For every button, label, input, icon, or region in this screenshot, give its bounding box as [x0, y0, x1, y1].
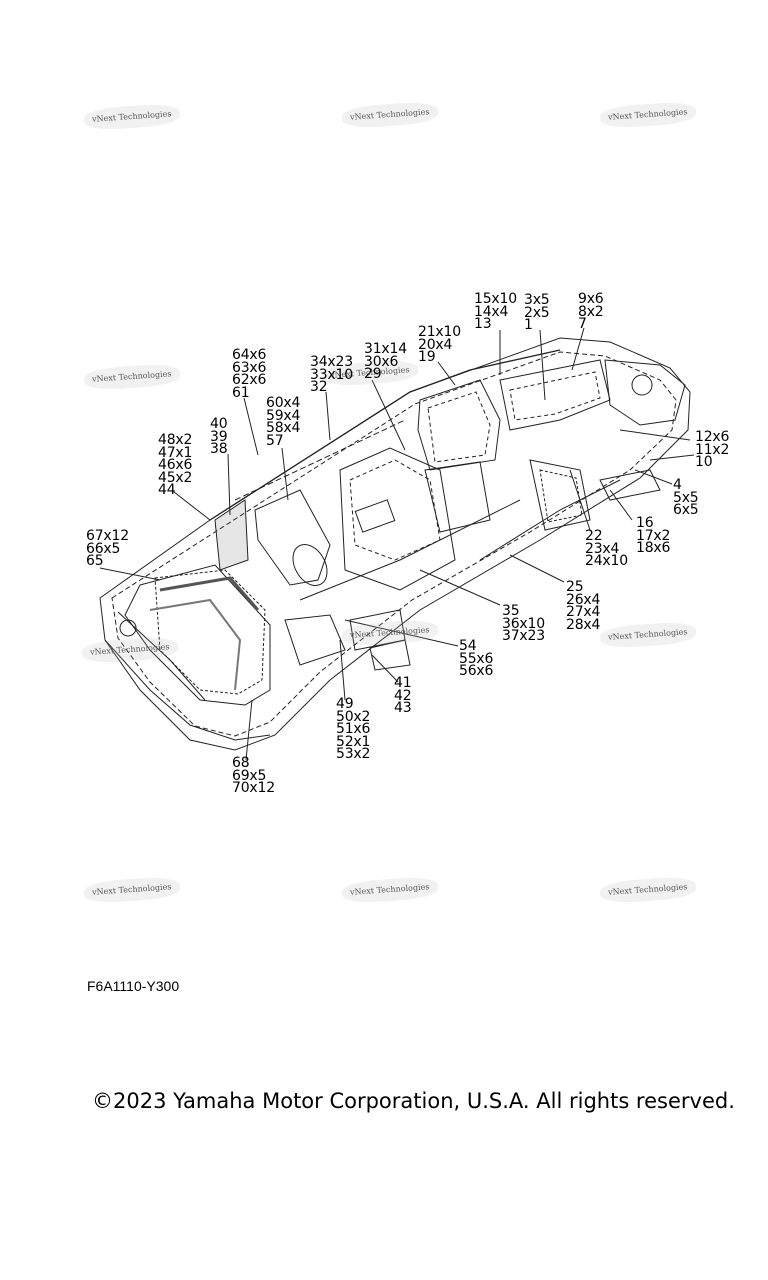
watermark: vNext Technologies — [349, 107, 430, 122]
callout-25: 25 26x4 27x4 28x4 — [566, 579, 601, 633]
callout-60: 60x4 59x4 58x4 57 — [266, 395, 301, 449]
callout-22: 22 23x4 24x10 — [585, 528, 628, 569]
watermark: vNext Technologies — [607, 627, 688, 642]
watermark: vNext Technologies — [89, 642, 170, 657]
callout-49: 49 50x2 51x6 52x1 53x2 — [336, 696, 371, 762]
callout-54: 54 55x6 56x6 — [459, 638, 494, 679]
callout-64: 64x6 63x6 62x6 61 — [232, 347, 267, 401]
callout-31: 31x14 30x6 29 — [364, 341, 407, 382]
callout-48: 48x2 47x1 46x6 45x2 44 — [158, 432, 193, 498]
watermark: vNext Technologies — [607, 882, 688, 897]
callout-4: 4 5x5 6x5 — [673, 477, 699, 518]
watermark: vNext Technologies — [91, 369, 172, 384]
copyright-notice: ©2023 Yamaha Motor Corporation, U.S.A. A… — [92, 1089, 735, 1113]
callout-68: 68 69x5 70x12 — [232, 755, 275, 796]
figure-code: F6A1110-Y300 — [87, 978, 180, 994]
callout-9: 9x6 8x2 7 — [578, 291, 604, 332]
callout-34: 34x23 33x10 32 — [310, 354, 353, 395]
callout-16: 16 17x2 18x6 — [636, 515, 671, 556]
watermark: vNext Technologies — [91, 882, 172, 897]
callout-15: 15x10 14x4 13 — [474, 291, 517, 332]
callout-41: 41 42 43 — [394, 675, 412, 716]
watermark: vNext Technologies — [607, 107, 688, 122]
callout-40: 40 39 38 — [210, 416, 228, 457]
callout-67: 67x12 66x5 65 — [86, 528, 129, 569]
callout-3: 3x5 2x5 1 — [524, 292, 550, 333]
watermark: vNext Technologies — [349, 625, 430, 640]
callout-35: 35 36x10 37x23 — [502, 603, 545, 644]
callout-12: 12x6 11x2 10 — [695, 429, 730, 470]
watermark: vNext Technologies — [349, 882, 430, 897]
callout-21: 21x10 20x4 19 — [418, 324, 461, 365]
watermark: vNext Technologies — [91, 109, 172, 124]
